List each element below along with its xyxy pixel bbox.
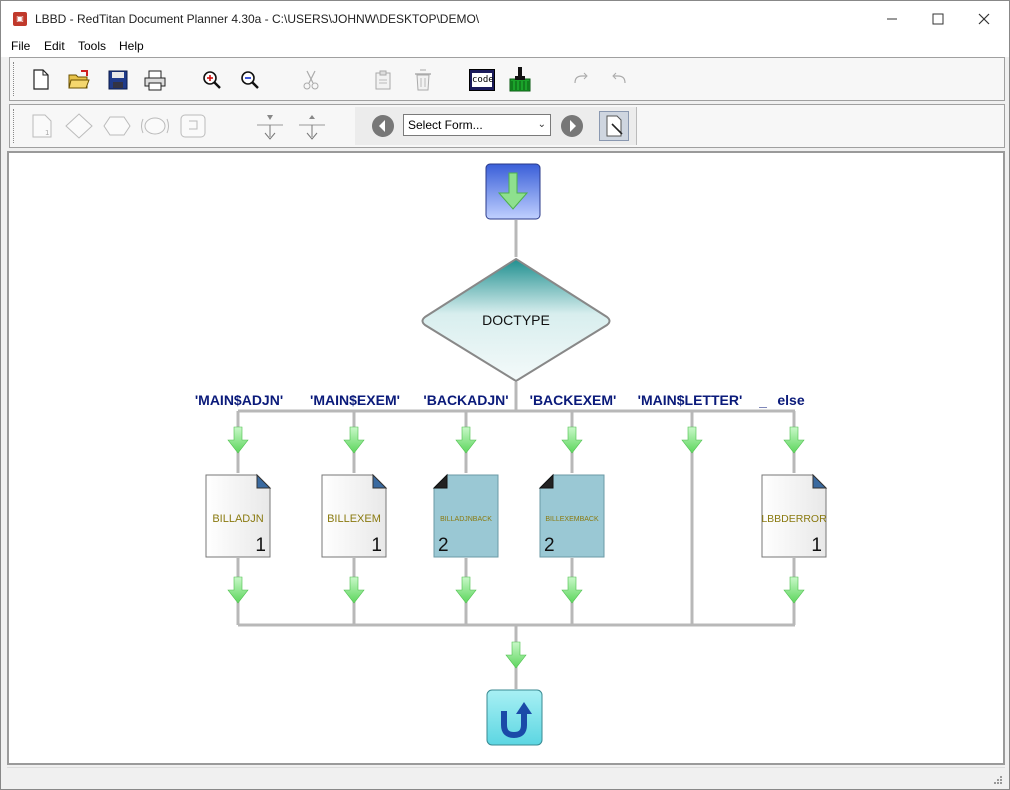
branch-label-else: else	[777, 392, 804, 408]
open-folder-icon[interactable]	[67, 69, 91, 91]
form-shape-icon[interactable]: 1	[31, 113, 53, 139]
delete-bin-icon[interactable]	[411, 67, 435, 93]
new-document-icon[interactable]	[31, 69, 51, 91]
flow-canvas[interactable]: DOCTYPE 'MAIN$ADJN' 'MAIN$EXEM' 'BACKADJ…	[7, 151, 1005, 765]
form-name-billadjnback: BILLADJNBACK	[440, 516, 492, 523]
start-node[interactable]	[485, 163, 541, 220]
form-count-billadjn: 1	[255, 535, 266, 556]
maximize-button[interactable]	[915, 1, 961, 37]
menu-tools[interactable]: Tools	[78, 39, 107, 53]
decision-node[interactable]	[421, 257, 611, 383]
down-arrow-icon	[455, 576, 477, 604]
svg-text:1: 1	[45, 129, 49, 137]
close-icon	[978, 13, 990, 25]
resize-grip-icon[interactable]	[991, 775, 1003, 787]
previous-form-button[interactable]	[371, 114, 395, 138]
decision-label: DOCTYPE	[482, 312, 550, 328]
down-arrow-icon	[783, 426, 805, 454]
undo-icon[interactable]	[609, 71, 629, 89]
redo-icon[interactable]	[571, 71, 591, 89]
return-node[interactable]	[486, 689, 543, 746]
next-form-button[interactable]	[560, 114, 584, 138]
paste-icon[interactable]	[373, 69, 393, 91]
form-node-billexemback[interactable]	[538, 473, 605, 558]
zoom-in-icon[interactable]	[201, 69, 223, 91]
down-arrow-icon	[343, 576, 365, 604]
branch-label-main-letter: 'MAIN$LETTER'	[638, 392, 743, 408]
down-arrow-icon	[227, 576, 249, 604]
close-button[interactable]	[961, 1, 1007, 37]
chevron-down-icon: ⌄	[537, 119, 546, 130]
minimize-icon	[887, 18, 897, 20]
select-form-dropdown[interactable]: Select Form... ⌄	[403, 114, 551, 136]
toolbar-grip[interactable]	[13, 109, 16, 143]
down-arrow-icon	[455, 426, 477, 454]
status-bar	[7, 767, 1005, 789]
down-arrow-icon	[561, 576, 583, 604]
form-node-lbbderror[interactable]	[761, 473, 828, 558]
save-icon[interactable]	[107, 69, 129, 91]
down-arrow-icon	[561, 426, 583, 454]
cut-icon[interactable]	[301, 69, 321, 91]
maximize-icon	[932, 13, 944, 25]
form-count-billexem: 1	[371, 535, 382, 556]
app-logo-icon: ▣	[13, 12, 27, 26]
branch-label-main-exem: 'MAIN$EXEM'	[310, 392, 400, 408]
zoom-out-icon[interactable]	[239, 69, 261, 91]
form-edit-button[interactable]	[599, 111, 629, 141]
form-count-billadjnback: 2	[438, 535, 449, 556]
code-button[interactable]: code	[469, 69, 495, 91]
down-arrow-icon	[343, 426, 365, 454]
form-node-billadjn[interactable]	[205, 473, 272, 558]
minimize-btn[interactable]	[869, 1, 915, 37]
insert-after-icon[interactable]	[297, 113, 327, 141]
down-arrow-icon	[681, 426, 703, 454]
branch-label-main-adjn: 'MAIN$ADJN'	[195, 392, 283, 408]
down-arrow-icon	[227, 426, 249, 454]
edit-form-icon	[606, 115, 623, 137]
form-name-billadjn: BILLADJN	[212, 513, 263, 525]
menu-bar: File Edit Tools Help	[1, 37, 1009, 57]
branch-label-backexem: 'BACKEXEM'	[530, 392, 617, 408]
form-node-billadjnback[interactable]	[432, 473, 499, 558]
decision-shape-icon[interactable]	[65, 113, 93, 139]
form-name-billexemback: BILLEXEMBACK	[545, 516, 599, 523]
form-count-billexemback: 2	[544, 535, 555, 556]
menu-help[interactable]: Help	[119, 39, 144, 53]
broom-clean-icon[interactable]	[506, 65, 534, 93]
branch-separator: _	[758, 393, 767, 409]
insert-before-icon[interactable]	[255, 113, 285, 141]
form-node-billexem[interactable]	[321, 473, 388, 558]
form-name-lbbderror: LBBDERROR	[761, 513, 827, 525]
toolbar-grip[interactable]	[13, 62, 16, 96]
loop-shape-icon[interactable]	[139, 115, 171, 137]
main-toolbar	[9, 57, 1005, 101]
branch-shape-icon[interactable]	[103, 115, 131, 137]
print-icon[interactable]	[143, 69, 167, 91]
form-count-lbbderror: 1	[811, 535, 822, 556]
menu-edit[interactable]: Edit	[44, 39, 65, 53]
code-label: code	[472, 73, 494, 87]
select-form-value: Select Form...	[408, 118, 483, 132]
form-name-billexem: BILLEXEM	[327, 513, 381, 525]
down-arrow-icon	[505, 641, 527, 669]
title-bar: ▣ LBBD - RedTitan Document Planner 4.30a…	[1, 1, 1009, 37]
window-title: LBBD - RedTitan Document Planner 4.30a -…	[35, 12, 480, 26]
branch-label-backadjn: 'BACKADJN'	[423, 392, 508, 408]
down-arrow-icon	[783, 576, 805, 604]
flowchart: DOCTYPE 'MAIN$ADJN' 'MAIN$EXEM' 'BACKADJ…	[195, 163, 828, 746]
menu-file[interactable]: File	[11, 39, 31, 53]
return-shape-icon[interactable]	[179, 113, 207, 139]
